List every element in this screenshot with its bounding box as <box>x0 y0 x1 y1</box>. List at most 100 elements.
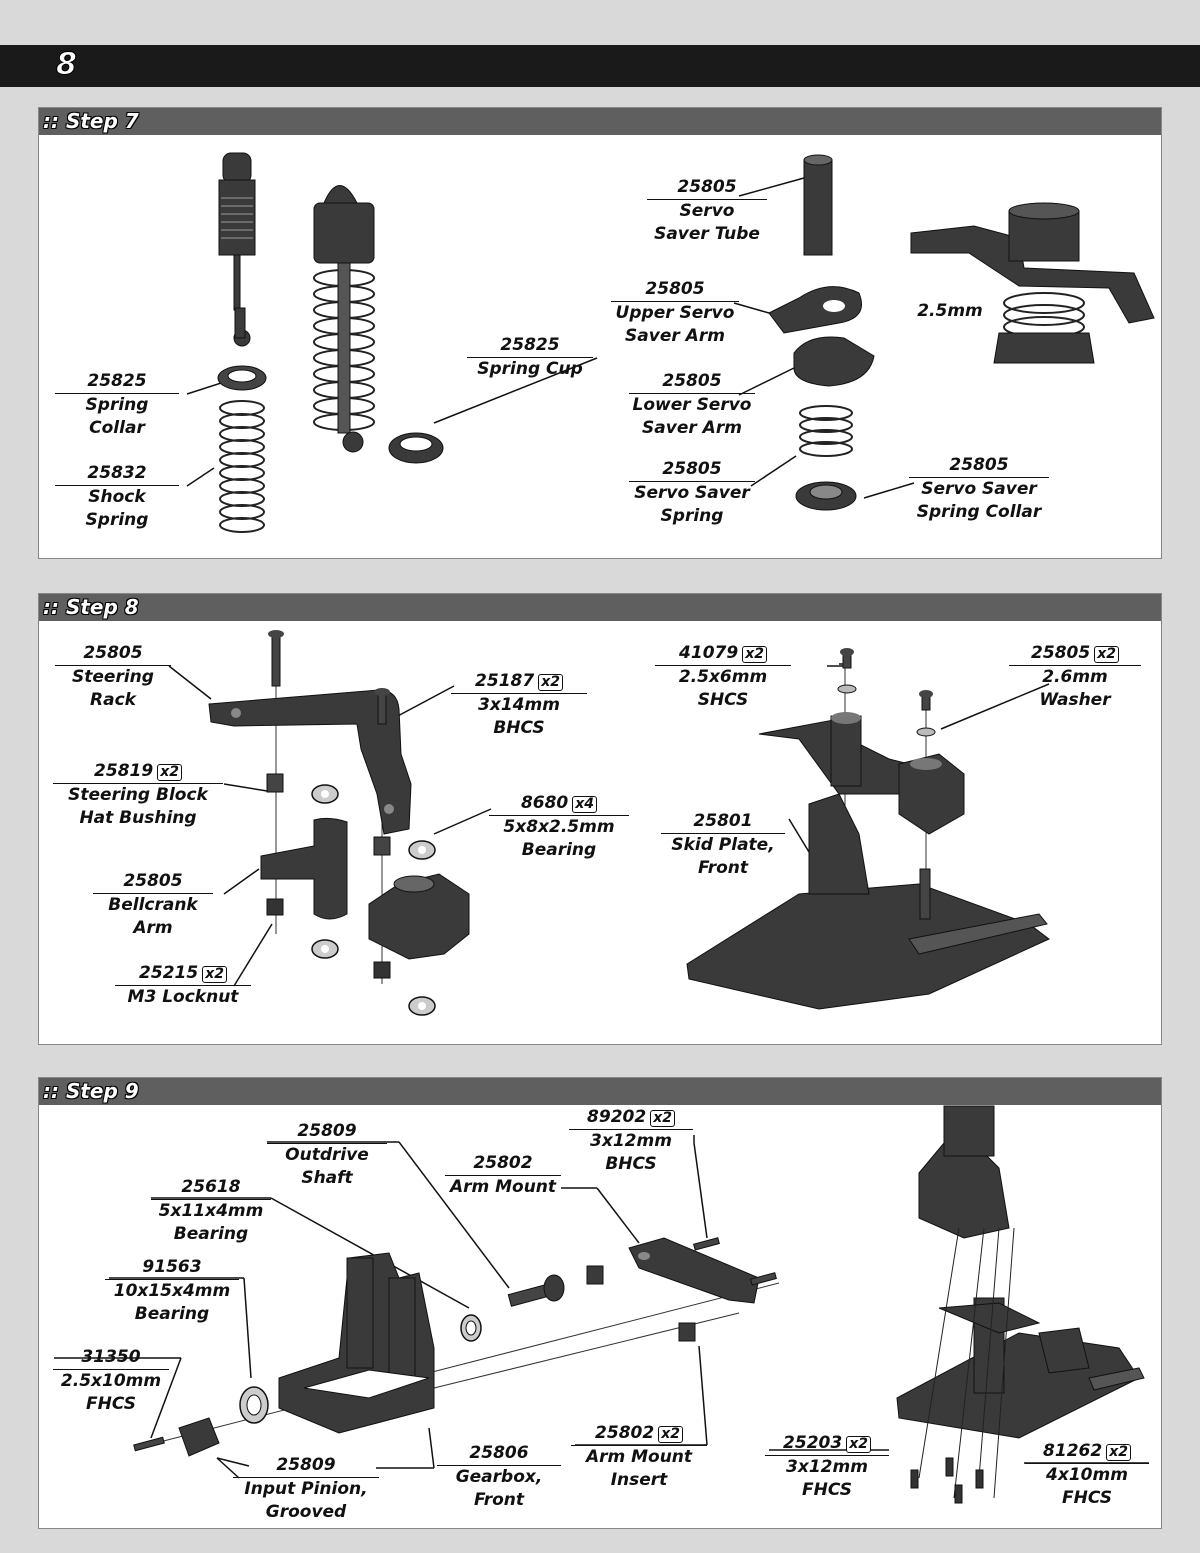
part-desc: Servo <box>679 201 735 221</box>
part-desc: Spring <box>85 395 149 415</box>
quantity-badge: x2 <box>538 674 563 691</box>
part-desc: 10x15x4mm <box>113 1281 231 1301</box>
step-9-panel: :: Step 9 <box>38 1077 1162 1529</box>
pn-text: 25819 <box>94 761 154 781</box>
part-number: 25832 <box>55 462 179 486</box>
label-spring-cup: 25825 Spring Cup <box>467 334 593 381</box>
label-bellcrank-arm: 25805 Bellcrank Arm <box>93 870 213 940</box>
part-number: 25809 <box>267 1120 387 1144</box>
part-desc: FHCS <box>86 1394 136 1414</box>
part-desc: Front <box>697 858 749 878</box>
part-desc: Spring Cup <box>477 359 583 379</box>
label-steering-rack: 25805 Steering Rack <box>55 642 171 712</box>
quantity-badge: x2 <box>157 764 182 781</box>
part-number: 25805 <box>55 642 171 666</box>
label-upper-servo-saver-arm: 25805 Upper Servo Saver Arm <box>611 278 739 348</box>
part-number: 25825 <box>55 370 179 394</box>
part-desc: Steering <box>72 667 154 687</box>
part-desc: Saver Tube <box>654 224 760 244</box>
label-outdrive-shaft: 25809 Outdrive Shaft <box>267 1120 387 1190</box>
quantity-badge: x2 <box>846 1436 871 1453</box>
page-number: 8 <box>56 47 78 83</box>
label-bearing-5x11x4: 25618 5x11x4mm Bearing <box>151 1176 271 1246</box>
part-desc: 2.5x10mm <box>60 1371 162 1391</box>
dimension-note: 2.5mm <box>917 301 983 321</box>
pn-text: 89202 <box>587 1107 647 1127</box>
label-lower-servo-saver-arm: 25805 Lower Servo Saver Arm <box>629 370 755 440</box>
pn-text: 8680 <box>520 793 569 813</box>
quantity-badge: x4 <box>572 796 598 813</box>
label-servo-saver-tube: 25805 Servo Saver Tube <box>647 176 767 246</box>
part-desc: Arm Mount <box>585 1447 693 1467</box>
step-8-illustration <box>168 630 1050 1016</box>
step-7-header: :: Step 7 <box>39 108 1161 135</box>
part-desc: Spring <box>85 510 149 530</box>
part-desc: 5x8x2.5mm <box>503 817 615 837</box>
part-desc: BHCS <box>493 718 545 738</box>
part-desc: FHCS <box>1062 1488 1112 1508</box>
step-9-header: :: Step 9 <box>39 1078 1161 1105</box>
part-number: 25802 <box>445 1152 561 1176</box>
quantity-badge: x2 <box>202 966 227 983</box>
step-7-panel: :: Step 7 <box>38 107 1162 559</box>
step-7-illustration <box>186 152 1155 533</box>
part-desc: Steering Block <box>68 785 208 805</box>
label-servo-saver-spring: 25805 Servo Saver Spring <box>629 458 755 528</box>
part-desc: SHCS <box>697 690 749 710</box>
part-desc: Spring <box>660 506 724 526</box>
part-desc: Collar <box>89 418 145 438</box>
part-number: 25801 <box>661 810 785 834</box>
part-desc: Front <box>473 1490 525 1510</box>
quantity-badge: x2 <box>742 646 767 663</box>
part-desc: 2.5x6mm <box>678 667 768 687</box>
pn-text: 41079 <box>679 643 739 663</box>
part-desc: Hat Bushing <box>79 808 197 828</box>
step-8-header: :: Step 8 <box>39 594 1161 621</box>
part-number: 31350 <box>53 1346 169 1370</box>
part-number: 25805 <box>647 176 767 200</box>
page-header-bar <box>0 45 1200 87</box>
pn-text: 25805 <box>1031 643 1091 663</box>
part-desc: BHCS <box>605 1154 657 1174</box>
part-desc: Arm <box>133 918 173 938</box>
part-desc: Input Pinion, <box>244 1479 368 1499</box>
part-number: 25825 <box>467 334 593 358</box>
part-desc: Bearing <box>521 840 597 860</box>
part-desc: Outdrive <box>285 1145 369 1165</box>
part-desc: Skid Plate, <box>671 835 775 855</box>
part-desc: Spring Collar <box>916 502 1042 522</box>
label-servo-saver-spring-collar: 25805 Servo Saver Spring Collar <box>909 454 1049 524</box>
part-desc: Bearing <box>173 1224 249 1244</box>
part-desc: Saver Arm <box>625 326 725 346</box>
quantity-badge: x2 <box>650 1110 675 1127</box>
pn-text: 25802 <box>595 1423 655 1443</box>
label-shock-spring: 25832 Shock Spring <box>55 462 179 532</box>
part-number: 25805 <box>909 454 1049 478</box>
part-desc: 3x14mm <box>478 695 560 715</box>
part-desc: Lower Servo <box>632 395 752 415</box>
part-desc: Rack <box>90 690 136 710</box>
part-number: 25805 <box>629 458 755 482</box>
part-number: 25805 <box>611 278 739 302</box>
label-gearbox-front: 25806 Gearbox, Front <box>437 1442 561 1512</box>
part-desc: 3x12mm <box>590 1131 672 1151</box>
quantity-badge: x2 <box>1106 1444 1131 1461</box>
pn-text: 81262 <box>1043 1441 1103 1461</box>
pn-text: 25187 <box>475 671 535 691</box>
